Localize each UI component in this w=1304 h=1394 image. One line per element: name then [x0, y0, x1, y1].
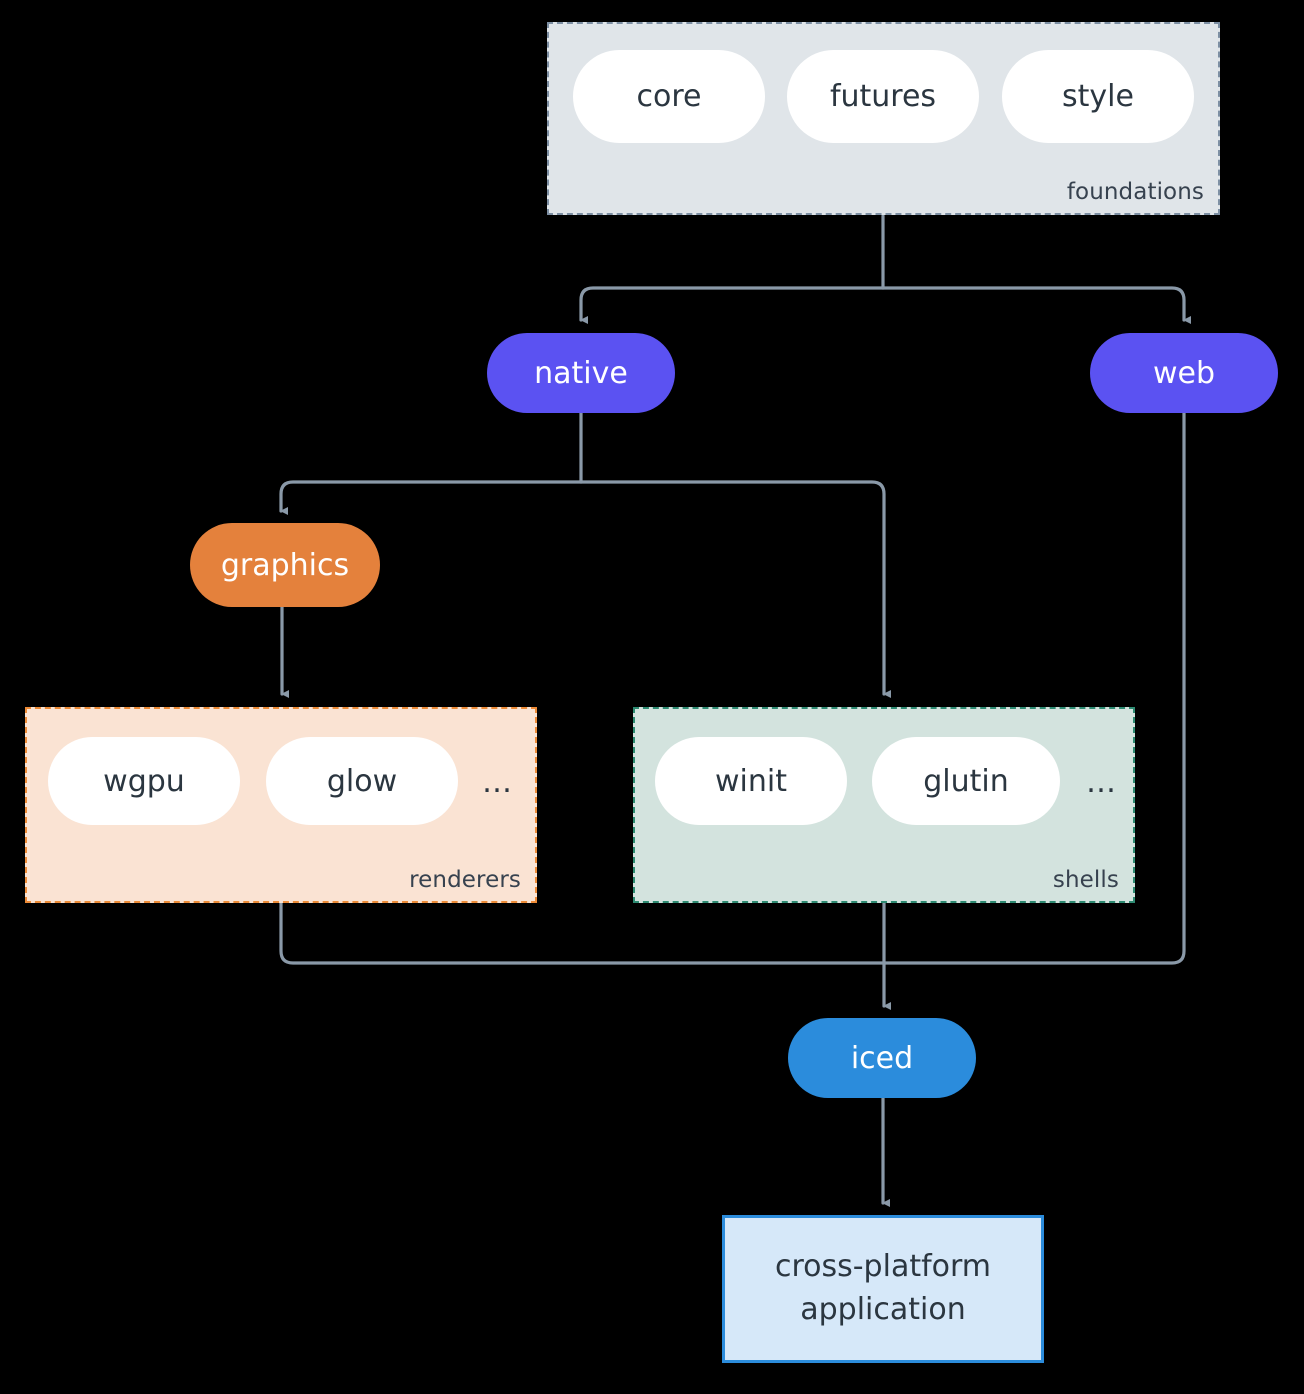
group-label-renderers: renderers [409, 867, 521, 893]
pill-style[interactable]: style [1002, 50, 1194, 143]
edge-web-iced [882, 411, 1186, 965]
renderers-ellipsis: … [482, 765, 512, 800]
pill-futures[interactable]: futures [787, 50, 979, 143]
application-line-1: cross-platform [774, 1249, 992, 1285]
edge-foundations-native [579, 286, 885, 324]
pill-core[interactable]: core [573, 50, 765, 143]
node-cross-platform-application[interactable]: cross-platform application [722, 1215, 1044, 1363]
group-label-shells: shells [1052, 867, 1119, 893]
pill-winit[interactable]: winit [655, 737, 847, 825]
node-graphics[interactable]: graphics [190, 523, 380, 607]
node-iced[interactable]: iced [788, 1018, 976, 1098]
edge-native-graphics [279, 480, 583, 515]
edge-foundations-web [881, 286, 1191, 324]
group-label-foundations: foundations [1066, 179, 1204, 205]
pill-glow[interactable]: glow [266, 737, 458, 825]
node-web[interactable]: web [1090, 333, 1278, 413]
pill-glutin[interactable]: glutin [872, 737, 1060, 825]
shells-ellipsis: … [1086, 765, 1116, 800]
node-native[interactable]: native [487, 333, 675, 413]
pill-wgpu[interactable]: wgpu [48, 737, 240, 825]
edge-renderers-iced [279, 901, 886, 965]
application-line-2: application [800, 1292, 966, 1327]
edge-native-shells [579, 480, 891, 698]
